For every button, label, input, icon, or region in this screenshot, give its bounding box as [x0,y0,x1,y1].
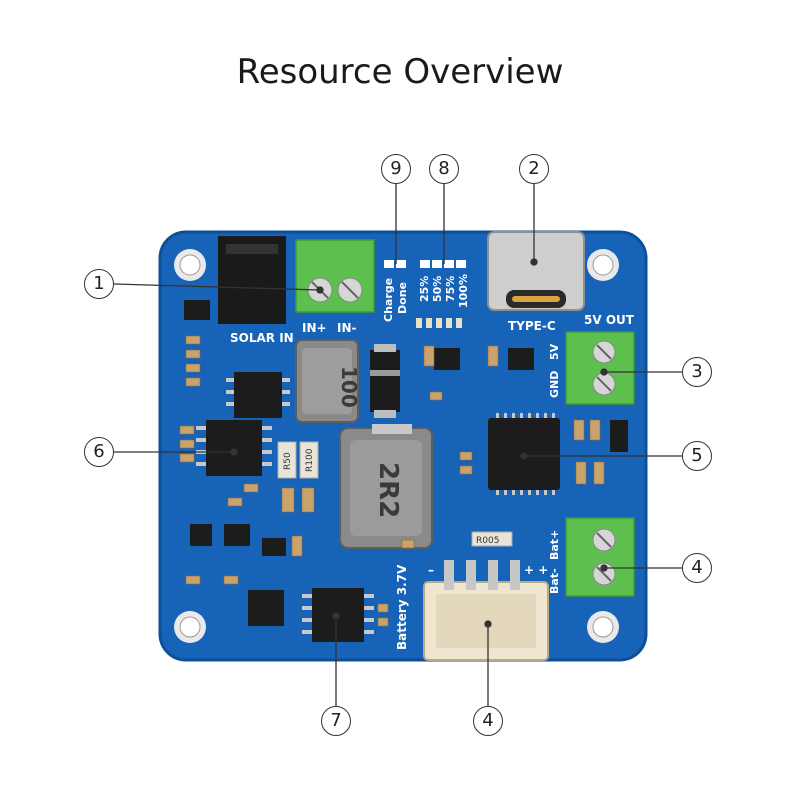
callout-9: 9 [381,154,411,184]
mounting-hole [174,249,206,281]
callout-leader-lines [113,184,682,706]
diode [370,350,400,412]
silk-bat-minus: Bat- [548,568,561,594]
callout-4-bottom: 4 [473,706,503,736]
mounting-hole [174,611,206,643]
callout-1: 1 [84,269,114,299]
silk-bat-plus: Bat+ [548,530,561,560]
page-title: Resource Overview [236,52,564,92]
led-done [396,260,406,268]
silk-25: 25% [418,276,431,302]
5v-output-terminal-block [565,331,635,405]
inductor-small [295,339,359,423]
small-transistors [184,300,628,556]
charger-soic-chip [196,420,272,476]
silk-in-minus: IN- [337,321,357,335]
resistor-r50 [277,441,297,479]
silk-5v-out: 5V OUT [584,313,635,327]
silk-solar-in: SOLAR IN [230,331,294,345]
silk-gnd: GND [548,371,561,398]
mounting-hole [587,249,619,281]
silk-5v: 5V [548,343,561,360]
resistor-r005-label: R005 [476,536,499,546]
resistor-r100-label: R100 [305,448,315,472]
mounting-hole [587,611,619,643]
callout-2: 2 [519,154,549,184]
silk-battery-minus: – [428,563,434,577]
led-resistor-array [416,318,462,328]
led-charge [384,260,394,268]
silk-type-c: TYPE-C [508,319,556,333]
inductor-large-label: 2R2 [373,462,403,518]
resistor-r005 [471,531,513,547]
silk-in-plus: IN+ [302,321,327,335]
resistor-r50-label: R50 [283,452,293,470]
callout-3: 3 [682,357,712,387]
silk-75: 75% [444,276,457,302]
mosfet-chip [226,372,290,418]
inductor-small-label: 100 [337,366,361,408]
silk-battery-3-7v: Battery 3.7V [395,564,409,650]
resistor-r100 [299,441,319,479]
silk-charge: Charge [382,278,395,322]
silk-done: Done [396,282,409,314]
ceramic-capacitors [179,335,605,627]
battery-terminal-block [565,517,635,597]
callout-6: 6 [84,437,114,467]
battery-level-led-row [420,260,466,268]
callout-7: 7 [321,706,351,736]
inductor-large [339,424,433,549]
battery-jst-connector [423,560,549,661]
usb-type-c-connector [487,231,585,311]
callout-8: 8 [429,154,459,184]
callout-5: 5 [682,441,712,471]
solar-terminal-block [295,239,375,313]
qfn-small-chip [248,590,284,626]
silk-100: 100% [457,274,470,308]
callout-4-right: 4 [682,553,712,583]
silk-battery-plus: + + [524,563,548,577]
silk-50: 50% [431,276,444,302]
